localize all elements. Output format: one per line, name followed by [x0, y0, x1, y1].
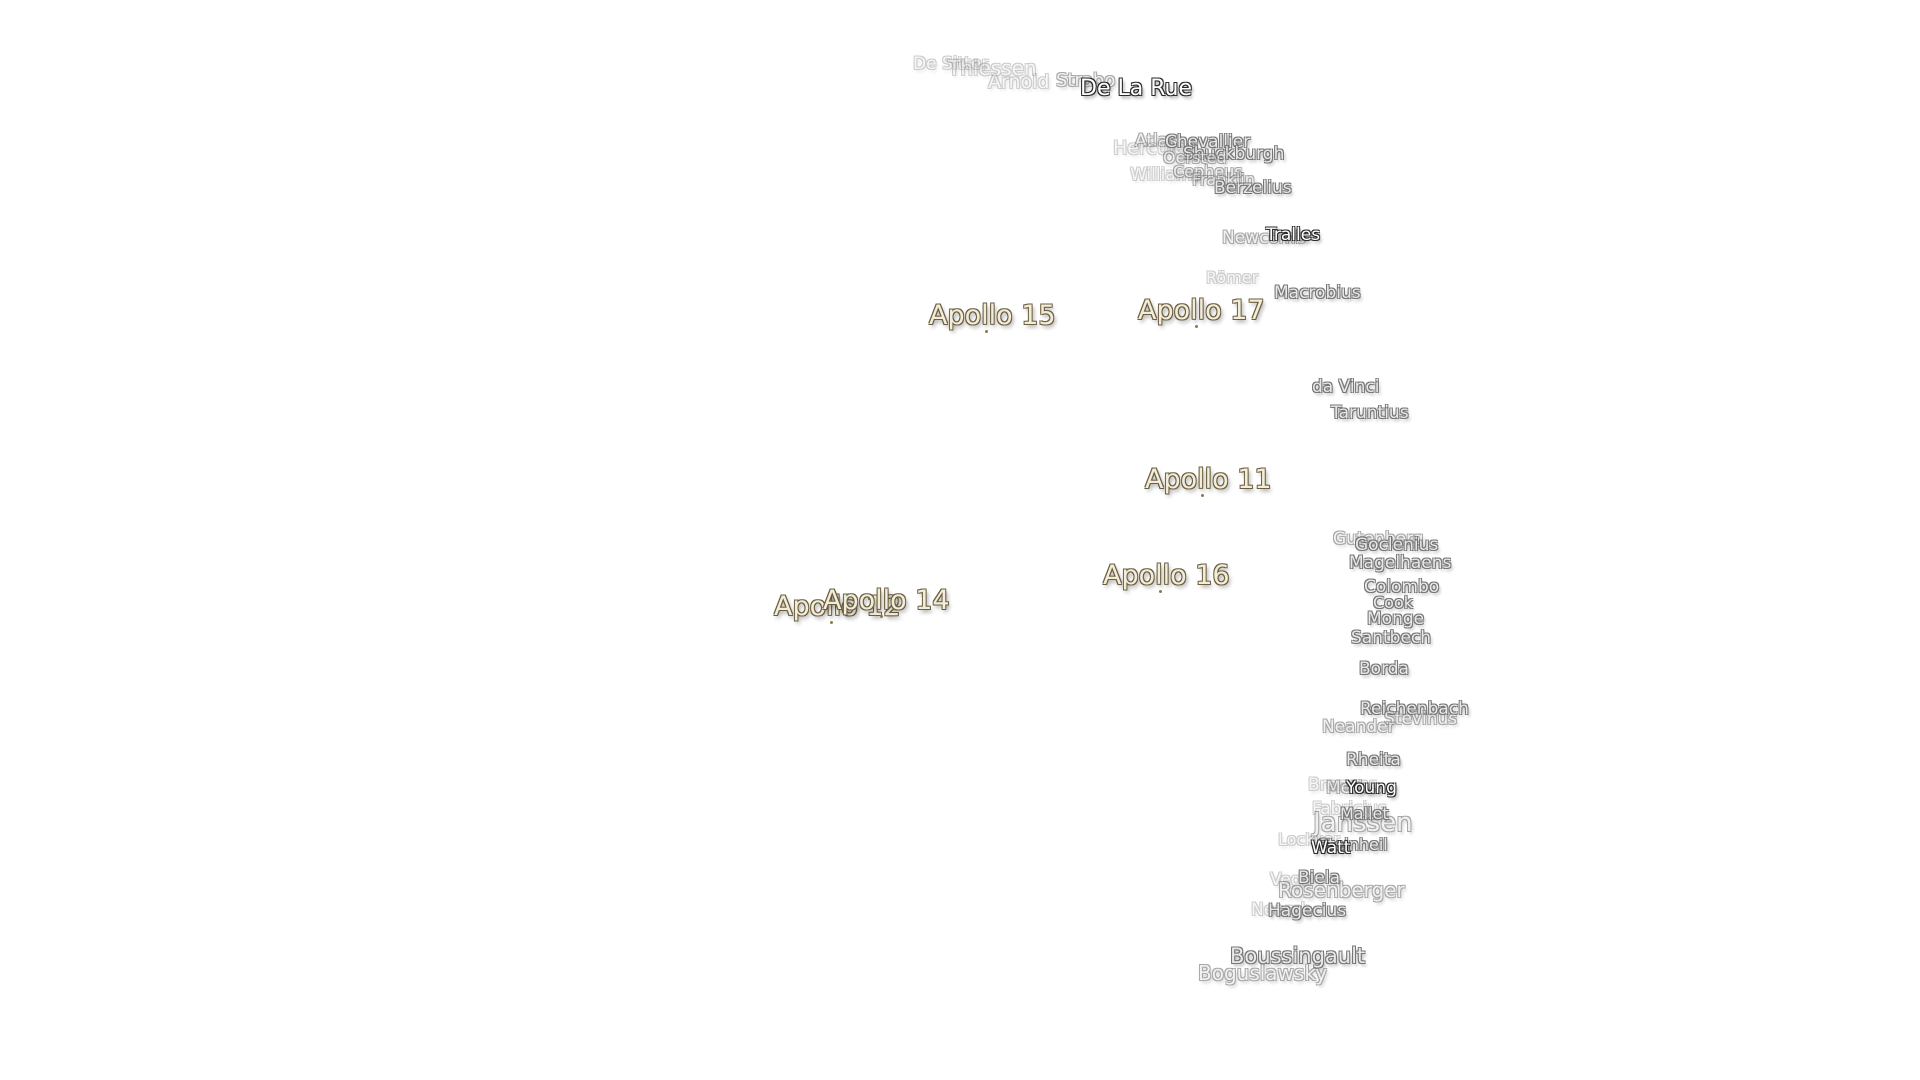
feature-label: Mallet [1340, 804, 1389, 823]
apollo-site-label[interactable]: Apollo 17 [1138, 295, 1265, 326]
feature-label: Boussingault [1230, 944, 1366, 968]
feature-label: Hercules [1113, 137, 1196, 159]
feature-label: Goclenius [1355, 535, 1439, 555]
feature-label: Colombo [1364, 577, 1440, 597]
feature-label: Biela [1298, 868, 1340, 888]
feature-label: Magelhaens [1349, 553, 1452, 573]
feature-label: Oersted [1163, 148, 1227, 167]
feature-label: Stevinus [1384, 709, 1458, 729]
feature-label: Rosenberger [1278, 878, 1405, 902]
feature-label: Cook [1373, 593, 1414, 612]
feature-label: Young [1346, 778, 1397, 798]
feature-label: Berzelius [1214, 178, 1292, 198]
landing-site-marker [830, 621, 833, 624]
feature-label: da Vinci [1312, 377, 1380, 397]
feature-label: Nearch [1251, 900, 1312, 920]
feature-label: Franklin [1192, 170, 1255, 189]
feature-label: Shuckburgh [1183, 144, 1285, 164]
feature-label: Williams [1130, 165, 1202, 185]
apollo-site-label[interactable]: Apollo 15 [929, 300, 1056, 331]
feature-label: Vega [1270, 870, 1312, 890]
feature-label: Lockyer [1278, 830, 1340, 849]
landing-site-marker [1201, 494, 1204, 497]
feature-label: Römer [1206, 268, 1259, 287]
feature-label: De Sitter [913, 54, 989, 74]
feature-label: Taruntius [1331, 403, 1409, 423]
landing-site-marker [1159, 590, 1162, 593]
feature-label: Hagecius [1268, 901, 1347, 921]
landing-site-marker [1195, 325, 1198, 328]
feature-label: Reichenbach [1360, 699, 1469, 719]
feature-label: Brenner [1308, 775, 1376, 795]
feature-label: Cepheus [1173, 162, 1243, 181]
apollo-site-label[interactable]: Apollo 11 [1145, 464, 1272, 495]
landing-site-marker [985, 330, 988, 333]
feature-label: Macrobius [1274, 283, 1361, 303]
apollo-site-label[interactable]: Apollo 16 [1103, 560, 1230, 591]
feature-label: Atlas [1135, 131, 1177, 151]
feature-label: Santbech [1351, 628, 1432, 648]
feature-label: Chevallier [1165, 132, 1251, 152]
feature-label: Watt [1311, 838, 1351, 858]
feature-label: Rheita [1346, 750, 1401, 770]
feature-label: Metius [1326, 778, 1383, 798]
feature-label: Thiessen [948, 56, 1037, 80]
feature-label: De La Rue [1080, 76, 1192, 101]
feature-label: Boguslawsky [1198, 961, 1328, 985]
feature-label: Steinheil [1318, 835, 1388, 854]
apollo-site-label[interactable]: Apollo 12 [774, 591, 901, 622]
feature-label: Newcomb [1222, 228, 1307, 248]
feature-label: Neander [1322, 717, 1395, 737]
feature-label: Janssen [1313, 808, 1413, 838]
feature-label: Tralles [1266, 225, 1321, 245]
feature-label: Arnold [988, 71, 1050, 93]
feature-label: Fabricius [1312, 799, 1387, 819]
feature-label: Strabo [1056, 70, 1116, 91]
feature-label: Monge [1367, 609, 1425, 629]
feature-label: Gutenberg [1333, 529, 1424, 549]
landing-site-marker [880, 615, 883, 618]
feature-label: Borda [1359, 659, 1409, 679]
apollo-site-label[interactable]: Apollo 14 [823, 585, 950, 616]
